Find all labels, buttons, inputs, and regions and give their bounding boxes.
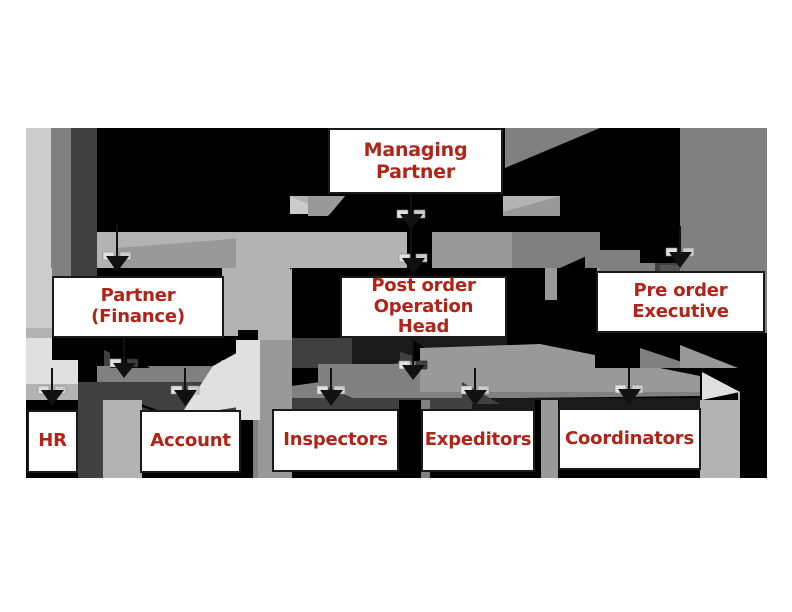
node-coordinators[interactable]: Coordinators — [558, 408, 701, 470]
node-hr[interactable]: HR — [27, 410, 78, 473]
node-post-order-operation-head[interactable]: Post order Operation Head — [340, 274, 507, 338]
node-label-pre-order-executive: Pre order Executive — [632, 280, 729, 322]
node-label-inspectors: Inspectors — [283, 429, 388, 451]
node-label-post-order-operation-head: Post order Operation Head — [371, 274, 476, 338]
node-partner-finance[interactable]: Partner (Finance) — [52, 276, 224, 338]
node-label-account: Account — [150, 430, 231, 452]
node-expeditors[interactable]: Expeditors — [421, 409, 535, 472]
node-inspectors[interactable]: Inspectors — [272, 409, 399, 472]
node-label-managing-partner: Managing Partner — [363, 138, 468, 183]
arrowhead-group — [37, 209, 695, 406]
node-label-expeditors: Expeditors — [424, 429, 532, 451]
node-label-hr: HR — [38, 430, 67, 452]
node-label-partner-finance: Partner (Finance) — [91, 285, 185, 327]
node-account[interactable]: Account — [140, 410, 241, 473]
node-pre-order-executive[interactable]: Pre order Executive — [596, 271, 765, 333]
node-managing-partner[interactable]: Managing Partner — [328, 128, 503, 194]
node-label-coordinators: Coordinators — [565, 427, 694, 449]
